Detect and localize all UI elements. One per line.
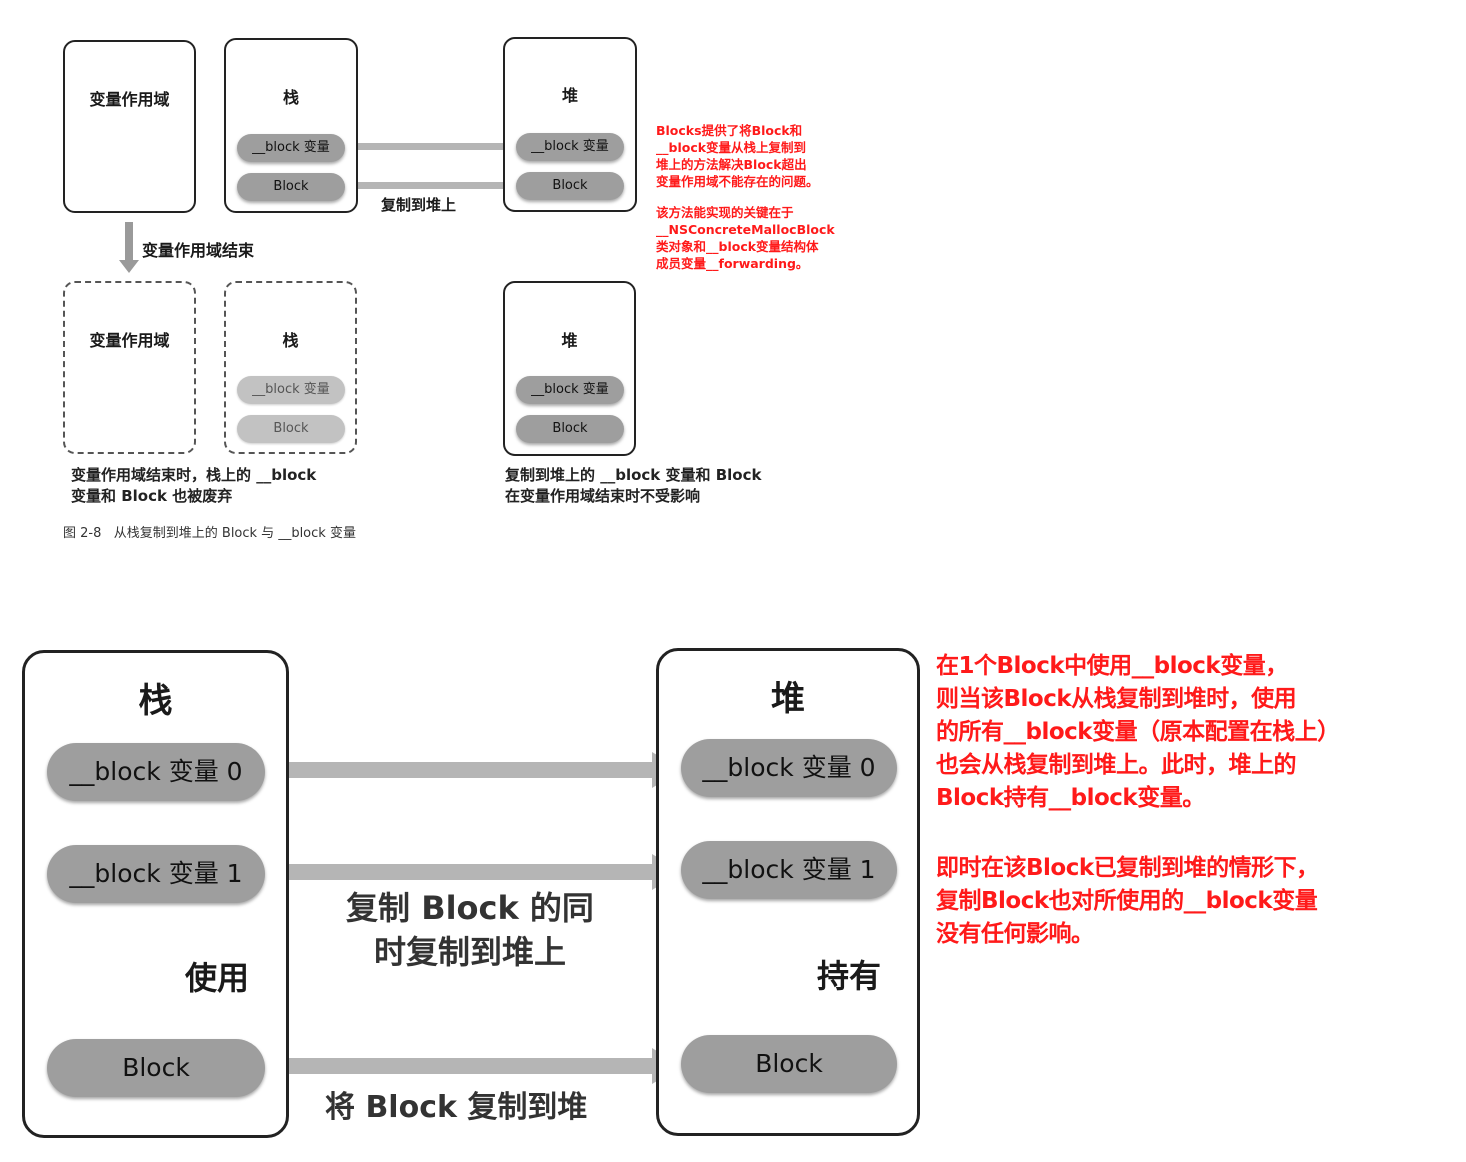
bottom-note-2-line-1: 即时在该Block已复制到堆的情形下， [936, 855, 1319, 881]
top-note-1-line-3: 堆上的方法解决Block超出 [656, 157, 807, 172]
heap-box-kept: 堆 __block 变量 Block [503, 281, 636, 456]
stack-block-pill-discarded: Block [237, 415, 345, 443]
bottom-note-1-line-4: 也会从栈复制到堆上。此时，堆上的 [936, 752, 1296, 778]
bottom-heap-title: 堆 [771, 679, 805, 719]
stack-title: 栈 [282, 88, 299, 107]
use-label: 使用 [185, 959, 250, 997]
caption-left-line-2: 变量和 Block 也被废弃 [71, 487, 233, 505]
figure-caption: 图 2-8 从栈复制到堆上的 Block 与 __block 变量 [63, 526, 356, 541]
scope-title: 变量作用域 [89, 90, 170, 109]
bottom-note-1-line-1: 在1个Block中使用__block变量， [936, 653, 1288, 679]
arrow-var1-to-heap [255, 854, 682, 890]
caption-right: 复制到堆上的 __block 变量和 Block 在变量作用域结束时不受影响 [505, 465, 761, 507]
bottom-note-2: 即时在该Block已复制到堆的情形下， 复制Block也对所使用的__block… [936, 852, 1319, 951]
bottom-note-1-line-2: 则当该Block从栈复制到堆时，使用 [936, 686, 1297, 712]
scope-end-label: 变量作用域结束 [142, 241, 255, 260]
heap-block-var-pill: __block 变量 [516, 133, 624, 161]
arrow-blockvar-to-heap [340, 138, 518, 155]
bottom-heap-box: 堆 __block 变量 0 __block 变量 1 Block 持有 [656, 648, 920, 1136]
copy-same-time-line-2: 时复制到堆上 [373, 933, 566, 971]
top-note-2-line-2: __NSConcreteMallocBlock [656, 222, 835, 237]
scope-box: 变量作用域 [63, 40, 196, 213]
bottom-stack-title: 栈 [138, 681, 173, 721]
top-note-2-line-4: 成员变量__forwarding。 [656, 256, 809, 271]
hold-label: 持有 [817, 957, 882, 995]
arrow-block-to-heap [340, 177, 518, 194]
bottom-note-1-line-5: Block持有__block变量。 [936, 785, 1205, 811]
bottom-note-1-line-3: 的所有__block变量（原本配置在栈上） [936, 719, 1340, 745]
copy-same-time-label: 复制 Block 的同 时复制到堆上 [330, 886, 610, 974]
heap-block-var1-pill: __block 变量 1 [681, 841, 897, 899]
heap-block-pill: Block [516, 172, 624, 200]
heap-block-pill-bottom: Block [681, 1035, 897, 1093]
copy-to-heap-label: 复制到堆上 [381, 196, 457, 214]
top-note-1-line-4: 变量作用域不能存在的问题。 [656, 174, 819, 189]
arrow-scope-end [119, 222, 139, 273]
top-note-1-line-1: Blocks提供了将Block和 [656, 123, 803, 138]
stack-block-var-pill: __block 变量 [237, 134, 345, 162]
top-note-2-line-3: 类对象和__block变量结构体 [656, 239, 819, 254]
caption-right-line-2: 在变量作用域结束时不受影响 [505, 487, 701, 505]
stack-box-discarded: 栈 __block 变量 Block [224, 281, 357, 454]
heap-title: 堆 [561, 86, 578, 105]
top-note-2: 该方法能实现的关键在于 __NSConcreteMallocBlock 类对象和… [656, 204, 835, 272]
stack-block-pill-bottom: Block [47, 1039, 265, 1097]
stack-block-var1-pill: __block 变量 1 [47, 845, 265, 903]
heap-title-kept: 堆 [561, 331, 578, 350]
stack-block-pill: Block [237, 173, 345, 201]
arrow-block-to-heap-bottom [255, 1048, 682, 1084]
scope-box-ended: 变量作用域 [63, 281, 196, 454]
heap-block-var-pill-kept: __block 变量 [516, 376, 624, 404]
bottom-note-2-line-3: 没有任何影响。 [936, 921, 1094, 947]
heap-box: 堆 __block 变量 Block [503, 37, 637, 212]
stack-title-discarded: 栈 [282, 331, 299, 350]
arrow-var0-to-heap [255, 752, 682, 788]
caption-right-line-1: 复制到堆上的 __block 变量和 Block [505, 466, 762, 484]
bottom-note-1: 在1个Block中使用__block变量， 则当该Block从栈复制到堆时，使用… [936, 650, 1340, 815]
heap-block-var0-pill: __block 变量 0 [681, 739, 897, 797]
top-note-1: Blocks提供了将Block和 __block变量从栈上复制到 堆上的方法解决… [656, 122, 819, 190]
heap-block-pill-kept: Block [516, 415, 624, 443]
scope-title-ended: 变量作用域 [89, 331, 170, 350]
caption-left-line-1: 变量作用域结束时，栈上的 __block [71, 466, 317, 484]
bottom-stack-box: 栈 __block 变量 0 __block 变量 1 Block 使用 [22, 650, 289, 1138]
caption-left: 变量作用域结束时，栈上的 __block 变量和 Block 也被废弃 [71, 465, 316, 507]
copy-block-to-heap-label: 将 Block 复制到堆 [325, 1090, 588, 1125]
bottom-note-2-line-2: 复制Block也对所使用的__block变量 [936, 888, 1318, 914]
stack-block-var0-pill: __block 变量 0 [47, 743, 265, 801]
stack-box: 栈 __block 变量 Block [224, 38, 358, 213]
top-note-1-line-2: __block变量从栈上复制到 [656, 140, 807, 155]
stack-block-var-pill-discarded: __block 变量 [237, 376, 345, 404]
top-note-2-line-1: 该方法能实现的关键在于 [656, 205, 794, 220]
copy-same-time-line-1: 复制 Block 的同 [346, 889, 594, 927]
